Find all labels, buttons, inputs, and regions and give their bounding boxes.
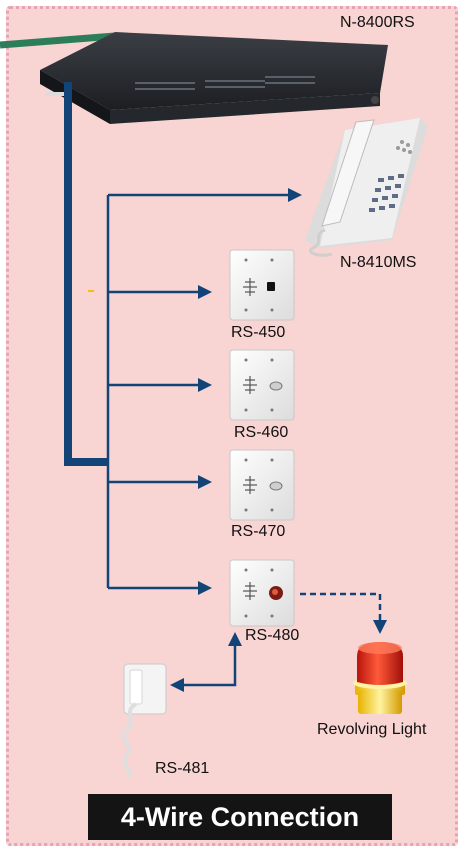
branch-to-rs480	[108, 581, 212, 595]
master-station-device	[305, 118, 428, 257]
rs460-device	[229, 349, 295, 421]
main-unit-device	[40, 32, 388, 124]
label-rs460: RS-460	[234, 424, 289, 441]
main-bus-line	[64, 82, 108, 466]
label-rs481: RS-481	[155, 760, 210, 777]
dashed-arrow-to-light	[300, 592, 387, 634]
label-rs450: RS-450	[231, 324, 286, 341]
connection-title: 4-Wire Connection	[88, 794, 392, 840]
rs470-device	[229, 449, 295, 521]
rs481-device	[121, 663, 167, 779]
branch-to-rs450	[108, 285, 212, 299]
branch-to-rs460	[108, 378, 212, 392]
label-n8410ms: N-8410MS	[340, 254, 417, 271]
rs450-device	[229, 249, 295, 321]
revolving-light-device	[353, 642, 407, 714]
label-rs480: RS-480	[245, 627, 300, 644]
label-rs470: RS-470	[231, 523, 286, 540]
branch-to-rs470	[108, 475, 212, 489]
marker-dot	[88, 290, 94, 292]
rs480-device	[229, 559, 295, 627]
branch-to-n8410ms	[108, 188, 302, 202]
double-arrow-rs481-rs480	[170, 632, 242, 692]
label-revolving-light: Revolving Light	[317, 721, 427, 738]
network-cable	[0, 32, 116, 49]
label-n8400rs: N-8400RS	[340, 14, 415, 31]
